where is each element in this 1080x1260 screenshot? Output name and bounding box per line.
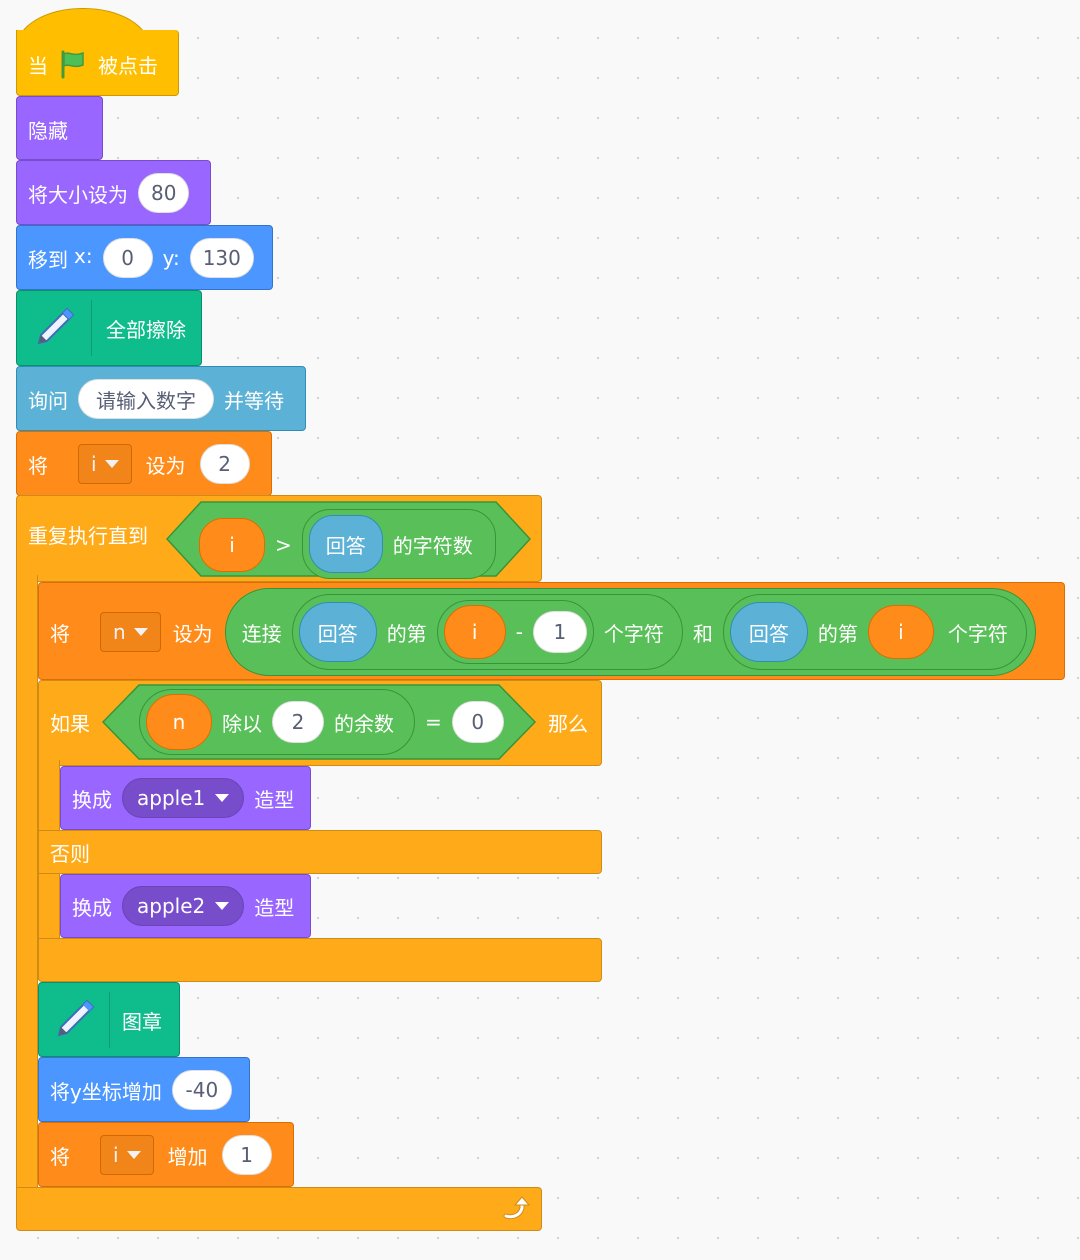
join-label: 连接 — [241, 621, 282, 646]
when-label: 当 — [28, 53, 48, 78]
switch-costume-label: 换成 — [72, 895, 112, 920]
chevron-down-icon — [215, 902, 230, 910]
letter-of-operator-right[interactable]: 回答 的第 i 个字符 — [722, 594, 1027, 670]
variable-name: i — [91, 452, 97, 476]
set-size-label: 将大小设为 — [28, 182, 128, 207]
set-n-block[interactable]: 将 n 设为 连接 回答 的第 i - 1 个字符 和 回答 的第 i — [38, 582, 1065, 680]
costume-suffix-label: 造型 — [254, 895, 295, 920]
y-value-input[interactable]: 130 — [189, 238, 254, 278]
set-i-block[interactable]: 将 i 设为 2 — [16, 431, 272, 496]
change-y-label: 将y坐标增加 — [50, 1079, 162, 1104]
mod-label: 除以 — [222, 711, 262, 736]
costume-name: apple2 — [137, 894, 206, 918]
and-label: 和 — [692, 621, 713, 646]
switch-costume-block-1[interactable]: 换成 apple1 造型 — [60, 766, 311, 830]
variable-dropdown-n[interactable]: n — [100, 612, 161, 652]
chevron-down-icon — [126, 1151, 141, 1159]
letter-label: 个字符 — [603, 621, 664, 646]
set-label: 将 — [28, 453, 48, 478]
green-flag-icon — [58, 49, 88, 79]
minus-value-input[interactable]: 1 — [532, 611, 587, 653]
letter-of-label: 的第 — [817, 621, 858, 646]
icon-separator — [91, 300, 92, 356]
size-value-input[interactable]: 80 — [138, 173, 190, 213]
ask-prompt-input[interactable]: 请输入数字 — [78, 379, 214, 419]
go-to-xy-block[interactable]: 移到 x: 0 y: 130 — [16, 225, 273, 290]
hide-label: 隐藏 — [28, 119, 68, 143]
answer-reporter[interactable]: 回答 — [298, 602, 377, 662]
and-wait-label: 并等待 — [224, 388, 284, 413]
y-label: y: — [162, 246, 180, 270]
answer-reporter[interactable]: 回答 — [729, 602, 808, 662]
costume-dropdown[interactable]: apple1 — [122, 778, 245, 818]
change-label: 将 — [50, 1144, 70, 1169]
if-label: 如果 — [50, 712, 90, 736]
costume-name: apple1 — [137, 786, 206, 810]
subtract-operator[interactable]: i - 1 — [436, 600, 594, 664]
erase-all-label: 全部擦除 — [106, 317, 186, 342]
variable-dropdown-i[interactable]: i — [100, 1135, 154, 1175]
clicked-label: 被点击 — [98, 53, 158, 78]
length-label: 的字符数 — [392, 533, 473, 558]
letter-of-label: 的第 — [386, 621, 427, 646]
variable-reporter-i[interactable]: i — [867, 605, 934, 659]
variable-reporter-i[interactable]: i — [443, 605, 506, 659]
equals-operator: = — [425, 710, 442, 734]
set-to-label: 设为 — [145, 453, 186, 478]
change-i-block[interactable]: 将 i 增加 1 — [38, 1122, 294, 1187]
set-label: 将 — [50, 621, 70, 646]
mod-value-input[interactable]: 2 — [272, 701, 324, 743]
length-of-operator[interactable]: 回答 的字符数 — [301, 509, 496, 579]
variable-reporter-n[interactable]: n — [146, 694, 212, 750]
chevron-down-icon — [133, 628, 148, 636]
letter-of-operator-left[interactable]: 回答 的第 i - 1 个字符 — [291, 594, 683, 670]
chevron-down-icon — [104, 460, 119, 468]
repeat-until-label: 重复执行直到 — [28, 524, 148, 548]
else-label: 否则 — [50, 842, 90, 866]
set-size-block[interactable]: 将大小设为 80 — [16, 160, 211, 225]
go-to-label: 移到 — [28, 247, 68, 272]
join-operator[interactable]: 连接 回答 的第 i - 1 个字符 和 回答 的第 i 个字符 — [224, 588, 1036, 676]
variable-reporter-i[interactable]: i — [199, 518, 265, 572]
set-to-label: 设为 — [172, 621, 213, 646]
greater-than-operator: > — [275, 533, 292, 557]
hide-block[interactable]: 隐藏 — [16, 96, 103, 160]
x-value-input[interactable]: 0 — [102, 238, 153, 278]
chevron-down-icon — [215, 794, 230, 802]
remainder-label: 的余数 — [334, 711, 394, 736]
variable-name: n — [113, 620, 126, 644]
variable-name: i — [113, 1143, 119, 1167]
then-label: 那么 — [548, 712, 588, 736]
x-label: x: — [74, 243, 93, 268]
stamp-label: 图章 — [122, 1009, 162, 1034]
pen-icon — [51, 997, 97, 1043]
ask-label: 询问 — [28, 388, 68, 413]
change-y-block[interactable]: 将y坐标增加 -40 — [38, 1057, 250, 1122]
switch-costume-label: 换成 — [72, 787, 112, 812]
equals-value-input[interactable]: 0 — [451, 701, 504, 743]
loop-arrow-icon — [502, 1196, 531, 1226]
set-i-value-input[interactable]: 2 — [199, 444, 250, 484]
switch-costume-block-2[interactable]: 换成 apple2 造型 — [60, 874, 311, 938]
costume-dropdown[interactable]: apple2 — [122, 886, 245, 926]
mod-operator[interactable]: n 除以 2 的余数 — [139, 689, 415, 755]
erase-all-block[interactable]: 全部擦除 — [16, 290, 202, 366]
answer-reporter[interactable]: 回答 — [308, 515, 383, 573]
stamp-block[interactable]: 图章 — [38, 982, 180, 1057]
variable-dropdown-i[interactable]: i — [78, 444, 132, 484]
minus-operator: - — [515, 620, 523, 644]
ask-and-wait-block[interactable]: 询问 请输入数字 并等待 — [16, 366, 306, 431]
costume-suffix-label: 造型 — [254, 787, 295, 812]
icon-separator — [109, 992, 110, 1048]
pen-icon — [31, 305, 77, 351]
increase-label: 增加 — [167, 1144, 208, 1169]
change-y-value-input[interactable]: -40 — [171, 1070, 232, 1110]
change-i-value-input[interactable]: 1 — [221, 1135, 272, 1175]
letter-label: 个字符 — [947, 621, 1008, 646]
